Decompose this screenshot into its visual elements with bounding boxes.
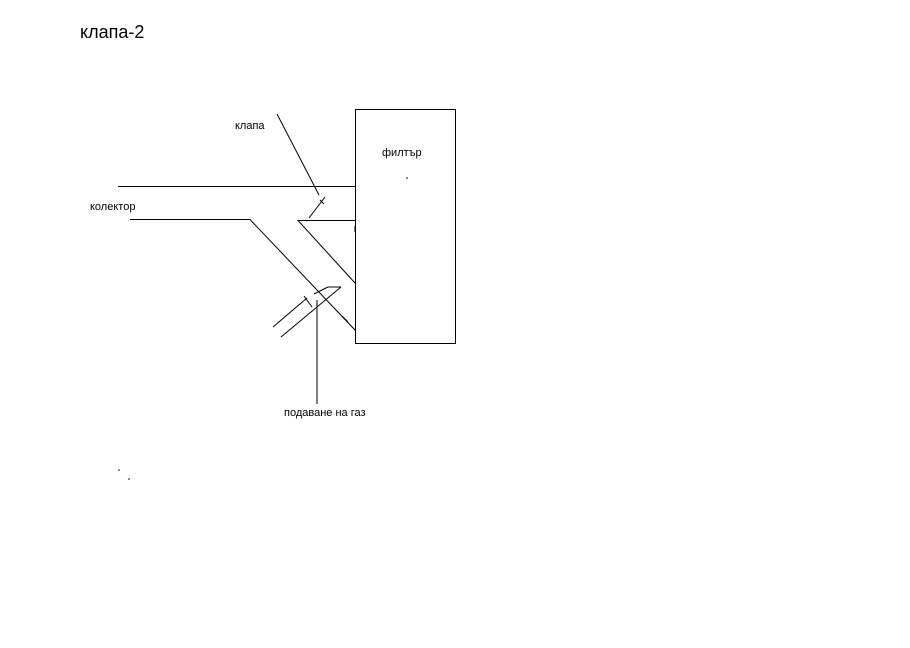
gas-injector-cap <box>303 295 313 308</box>
stray-dot-2 <box>128 478 130 480</box>
collector-pipe-line <box>130 219 356 331</box>
filter-dot <box>406 177 408 179</box>
collector-label: колектор <box>90 201 136 213</box>
filter-label: филтър <box>382 147 422 159</box>
valve-flap-tip <box>319 199 325 205</box>
gas-injector-line-2 <box>280 286 342 338</box>
filter-box <box>355 109 456 344</box>
gas-injector-line-1 <box>272 297 308 328</box>
valve-label: клапа <box>235 120 265 132</box>
valve-flap <box>308 196 326 219</box>
valve-pointer-line <box>276 113 320 196</box>
gas-supply-label: подаване на газ <box>284 407 366 419</box>
branch-inner-wall <box>296 220 356 284</box>
lower-diagonal-tick <box>341 315 349 323</box>
diagram-title: клапа-2 <box>80 22 145 42</box>
gas-nozzle-edge <box>313 286 329 295</box>
stray-dot-1 <box>118 469 120 471</box>
